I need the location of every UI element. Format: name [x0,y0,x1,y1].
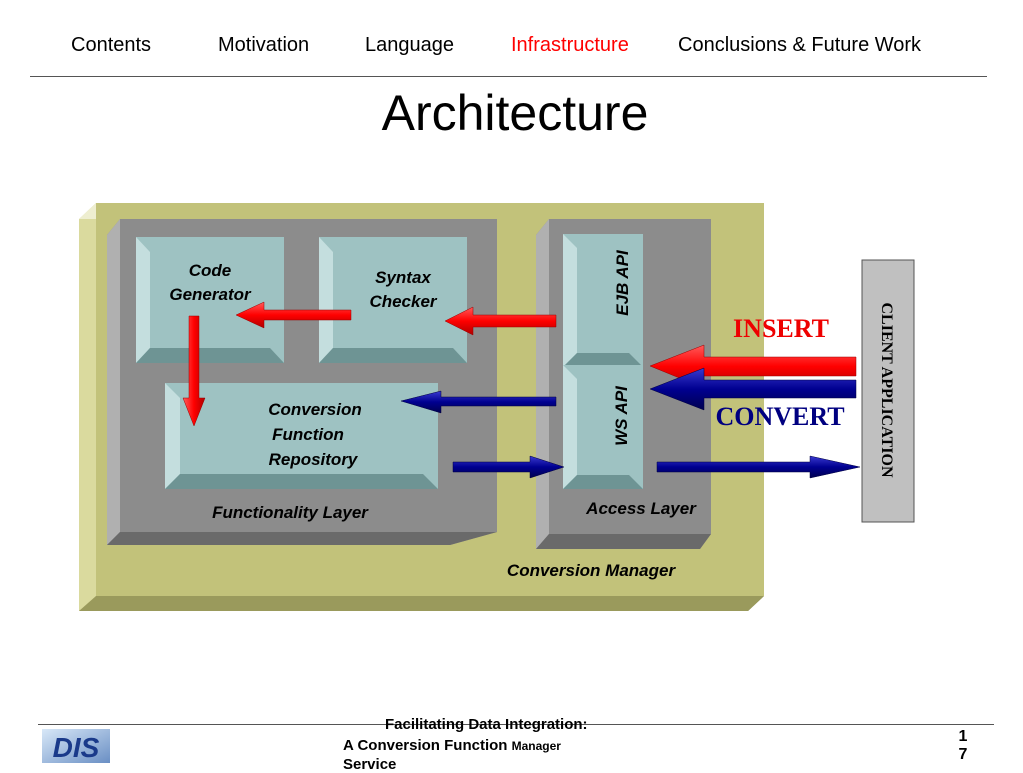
nav-item-infrastructure[interactable]: Infrastructure [511,34,629,56]
nav-item-conclusions[interactable]: Conclusions & Future Work [678,34,922,56]
arrow-convert [649,367,857,411]
conversion-manager-label: Conversion Manager [507,561,677,580]
code-generator-label-1: Code [189,261,232,280]
footer-divider [38,724,994,725]
ejb-api-box [563,234,643,367]
footer-line-1: Facilitating Data Integration: [385,716,588,733]
syntax-checker-box [319,237,467,363]
header-divider [30,76,987,77]
repository-label-1: Conversion [268,400,362,419]
footer-line-3: Service [343,756,397,773]
arrow-ws-to-client [656,455,861,479]
nav-item-language[interactable]: Language [365,34,454,56]
repository-label-3: Repository [269,450,359,469]
code-generator-box [136,237,284,363]
arrow-ejb-to-syntax [444,306,557,336]
ejb-api-label: EJB API [613,249,632,316]
syntax-checker-label-2: Checker [369,292,437,311]
slide-title: Architecture [381,85,649,141]
ws-api-box [563,365,643,489]
client-application-box [861,259,915,523]
repository-box [165,383,438,489]
convert-label: CONVERT [715,402,844,431]
code-generator-label-2: Generator [169,285,252,304]
access-layer-label: Access Layer [585,499,697,518]
dis-logo-icon: DIS [42,729,110,763]
top-navigation: Contents Motivation Language Infrastruct… [0,34,1023,64]
svg-text:DIS: DIS [53,732,100,763]
ws-api-label: WS API [612,385,631,446]
arrow-repository-to-ws [452,455,565,479]
arrow-syntax-to-codegen [235,301,352,329]
functionality-layer-label: Functionality Layer [212,503,369,522]
footer-line-2-bold: A Conversion Function [343,737,508,754]
insert-label: INSERT [733,314,829,343]
client-application-label: CLIENT APPLICATION [878,303,895,478]
nav-item-contents[interactable]: Contents [71,34,152,56]
footer-line-2: A Conversion Function Manager [343,737,561,754]
page-number: 17 [958,728,968,763]
arrow-codegen-to-repository [182,315,206,427]
nav-item-motivation[interactable]: Motivation [218,34,310,56]
arrow-ws-to-repository [400,390,557,414]
footer-line-2-small: Manager [511,739,561,753]
repository-label-2: Function [272,425,344,444]
syntax-checker-label-1: Syntax [375,268,432,287]
